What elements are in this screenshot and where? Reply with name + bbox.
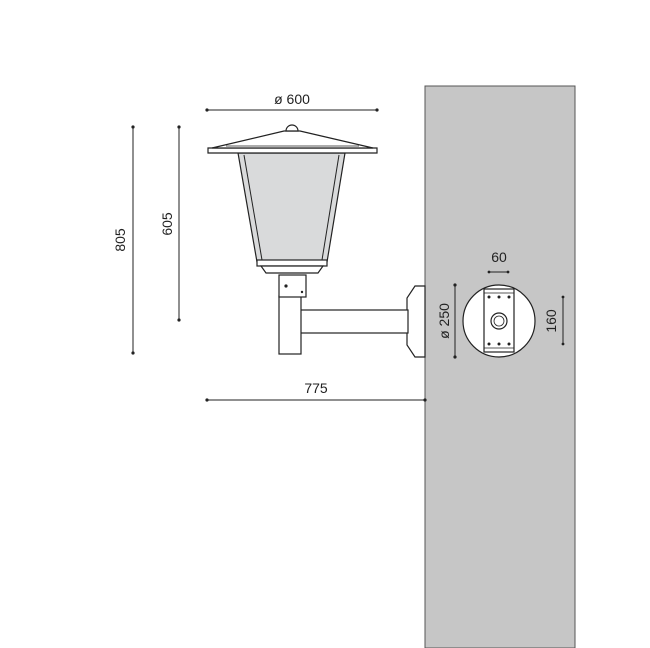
dim-projection: 775 xyxy=(205,380,427,402)
wall-bracket xyxy=(285,285,426,358)
dim-label-shade-diameter: ø 600 xyxy=(274,91,310,107)
dim-label-hole-spacing-vertical: 160 xyxy=(543,309,559,333)
dim-label-projection: 775 xyxy=(304,380,328,396)
dim-label-lantern-height: 605 xyxy=(159,212,175,236)
dim-shade-diameter: ø 600 xyxy=(205,91,379,112)
dim-lantern-height: 605 xyxy=(159,125,181,322)
dim-plate-diameter: ø 250 xyxy=(436,283,457,359)
post xyxy=(278,274,307,355)
wall xyxy=(424,85,576,648)
dim-hole-spacing-horizontal: 60 xyxy=(487,249,510,274)
dim-label-hole-spacing-horizontal: 60 xyxy=(491,249,507,265)
lantern-glass xyxy=(237,152,346,263)
dim-label-overall-height: 805 xyxy=(112,228,128,252)
dim-hole-spacing-vertical: 160 xyxy=(543,295,565,346)
mounting-plate xyxy=(462,284,536,358)
dim-overall-height: 805 xyxy=(112,125,135,355)
lantern xyxy=(207,124,378,274)
dim-label-plate-diameter: ø 250 xyxy=(436,303,452,339)
